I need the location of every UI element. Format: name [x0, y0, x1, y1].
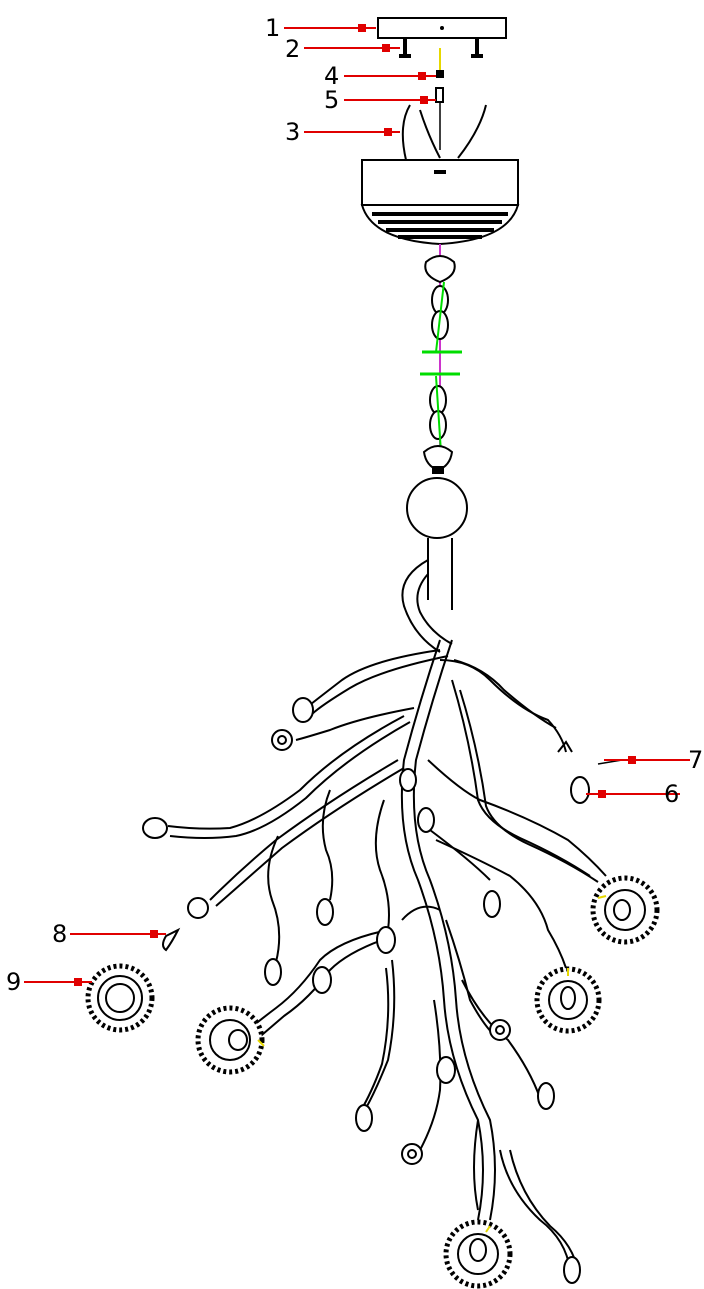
callout-4: 4 — [324, 62, 339, 90]
callout-3: 3 — [285, 118, 300, 146]
loose-part-8-bulb — [162, 897, 209, 952]
decorative-ball — [406, 477, 468, 539]
callout-leaders — [24, 24, 690, 986]
canopy-cup — [360, 159, 520, 246]
hanging-chain — [420, 244, 462, 474]
callout-9: 9 — [6, 968, 21, 996]
loose-part-6-bulb — [570, 776, 590, 804]
bulb-sockets — [142, 697, 581, 1284]
small-rings — [271, 729, 511, 1165]
connector-5 — [435, 87, 444, 103]
callout-6: 6 — [664, 780, 679, 808]
center-stem — [401, 538, 453, 653]
callout-5: 5 — [324, 86, 339, 114]
canopy-plate — [377, 17, 507, 39]
crystal-ring-bottom — [443, 1219, 513, 1289]
crystal-ring-right-top — [590, 875, 660, 945]
supply-wires — [401, 104, 487, 161]
callout-1: 1 — [265, 14, 280, 42]
branch-arms — [167, 639, 607, 1273]
mounting-screws — [399, 38, 483, 58]
crystal-ring-right-mid — [534, 966, 602, 1034]
callout-7: 7 — [688, 746, 703, 774]
callout-8: 8 — [52, 920, 67, 948]
callout-2: 2 — [285, 35, 300, 63]
loose-part-9-ring — [85, 963, 155, 1033]
crystal-ring-left — [195, 1005, 265, 1075]
wire-nut-4 — [436, 70, 444, 78]
